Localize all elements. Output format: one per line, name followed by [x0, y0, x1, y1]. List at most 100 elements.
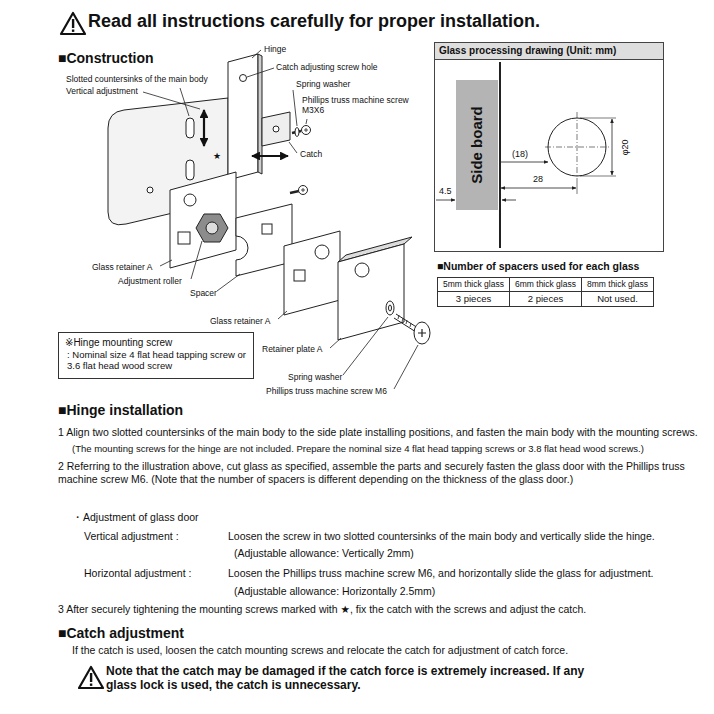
instruction-text: 1 Align two slotted countersinks of the … [58, 426, 698, 439]
leader-line [160, 260, 172, 266]
spacer-part [262, 224, 272, 234]
instruction-note: (The mounting screws for the hinge are n… [72, 443, 702, 454]
glass-processing-drawing [577, 178, 578, 194]
glass-processing-drawing [501, 162, 548, 163]
dimension: 28 [533, 174, 543, 185]
section-heading: ■Catch adjustment [58, 625, 184, 642]
leader-line [252, 50, 261, 58]
side-board-label: Side board [468, 106, 486, 184]
part-label: Adjustment roller [118, 276, 182, 286]
instruction-subheading: ・Adjustment of glass door [72, 511, 199, 524]
hinge-plate [228, 54, 258, 180]
screw-m3 [290, 126, 311, 195]
screw-m3 [299, 186, 308, 195]
glass-retainer [294, 270, 305, 281]
leader-line [278, 311, 287, 319]
instruction-text: 3 After securely tightening the mounting… [58, 603, 703, 616]
panel-heading: Glass processing drawing (Unit: mm) [435, 43, 663, 60]
table-cell: 2 pieces [509, 291, 582, 307]
spring-washer [386, 301, 394, 315]
glass-retainer [170, 172, 236, 268]
glass-processing-drawing [436, 200, 455, 201]
instruction-text: If the catch is used, loosen the catch m… [72, 644, 702, 657]
glass-retainer [284, 231, 340, 315]
leader-line [293, 90, 297, 126]
warning-icon [72, 19, 74, 28]
warning-icon [90, 684, 92, 686]
section-heading: ■Construction [58, 50, 154, 67]
warning-icon [79, 667, 103, 688]
side-board-band: Side board [456, 80, 498, 210]
glass-processing-drawing [499, 62, 501, 248]
part-label: Spring washer [288, 372, 342, 382]
table-cell: Not used. [581, 291, 654, 307]
warning-text: Note that the catch may be damaged if th… [106, 664, 616, 693]
hinge-plate [240, 75, 247, 82]
screw-m3 [295, 128, 299, 137]
dimension: φ20 [620, 139, 631, 155]
warning-icon [72, 30, 74, 32]
main-body [186, 160, 194, 180]
page-title: Read all instructions carefully for prop… [88, 11, 540, 33]
warning-icon [61, 13, 85, 34]
part-label: Vertical adjustment [66, 86, 138, 96]
part-label: Catch [300, 149, 322, 159]
note-body: : Nominal size 4 flat head tapping screw… [67, 349, 247, 372]
leader-line [306, 119, 307, 124]
part-label: Hinge [264, 44, 286, 54]
warning-icon [79, 667, 103, 688]
part-label: Spacer [190, 288, 217, 298]
glass-retainer [170, 172, 236, 268]
instruction-text: Loosen the Phillips truss machine screw … [228, 567, 706, 580]
leader-line [394, 345, 418, 389]
table-cell: 6mm thick glass [509, 277, 582, 292]
warning-icon [78, 665, 106, 691]
instruction-note: (Adjustable allowance: Horizontally 2.5m… [234, 585, 435, 598]
screw-m6 [414, 322, 430, 344]
main-body [147, 187, 153, 193]
adjustment-roller [206, 222, 218, 234]
glass-retainer [284, 231, 340, 315]
leader-line [247, 68, 274, 77]
adjustment-arrow [203, 110, 205, 146]
dimension: (18) [512, 149, 528, 160]
spring-washer [389, 305, 392, 311]
leader-line [143, 92, 200, 109]
glass-retainer [315, 245, 329, 259]
glass-processing-drawing [612, 119, 613, 175]
glass-processing-drawing [580, 118, 616, 119]
retainer-plate [338, 237, 412, 340]
instruction-text: Loosen the screw in two slotted counters… [228, 530, 706, 543]
adjustment-roller [196, 214, 228, 242]
screw-m3 [302, 126, 311, 135]
glass-retainer [184, 194, 196, 206]
screw-m6 [398, 315, 411, 327]
screw-m6 [394, 314, 430, 344]
screw-m3 [301, 188, 305, 192]
adjustment-arrow [252, 155, 288, 157]
table-heading: ■Number of spacers used for each glass [437, 260, 639, 273]
leader-line [330, 338, 341, 348]
adjustment-roller [196, 214, 228, 242]
screw-m3 [304, 128, 308, 132]
screw-m3 [290, 191, 299, 193]
catch-part [262, 112, 290, 146]
glass-retainer [178, 232, 190, 244]
instruction-term: Horizontal adjustment : [84, 567, 191, 580]
part-label: Slotted countersinks of the main body [66, 74, 208, 84]
note-box: ※Hinge mounting screw: Nominal size 4 fl… [58, 332, 254, 379]
glass-processing-drawing [501, 188, 576, 189]
warning-icon [90, 673, 92, 682]
note-heading: ※Hinge mounting screw [65, 337, 247, 349]
instruction-note: (Adjustable allowance: Vertically 2mm) [234, 547, 414, 560]
glass-processing-drawing [577, 112, 578, 176]
part-label: Glass retainer A [210, 316, 270, 326]
table-cell: 5mm thick glass [437, 277, 510, 292]
leader-line [180, 88, 189, 116]
leader-line [343, 317, 388, 375]
leader-line [289, 142, 297, 153]
star-mark: ★ [213, 151, 221, 162]
catch-part [273, 126, 279, 132]
glass-processing-drawing [502, 200, 516, 201]
catch-part [262, 112, 290, 146]
